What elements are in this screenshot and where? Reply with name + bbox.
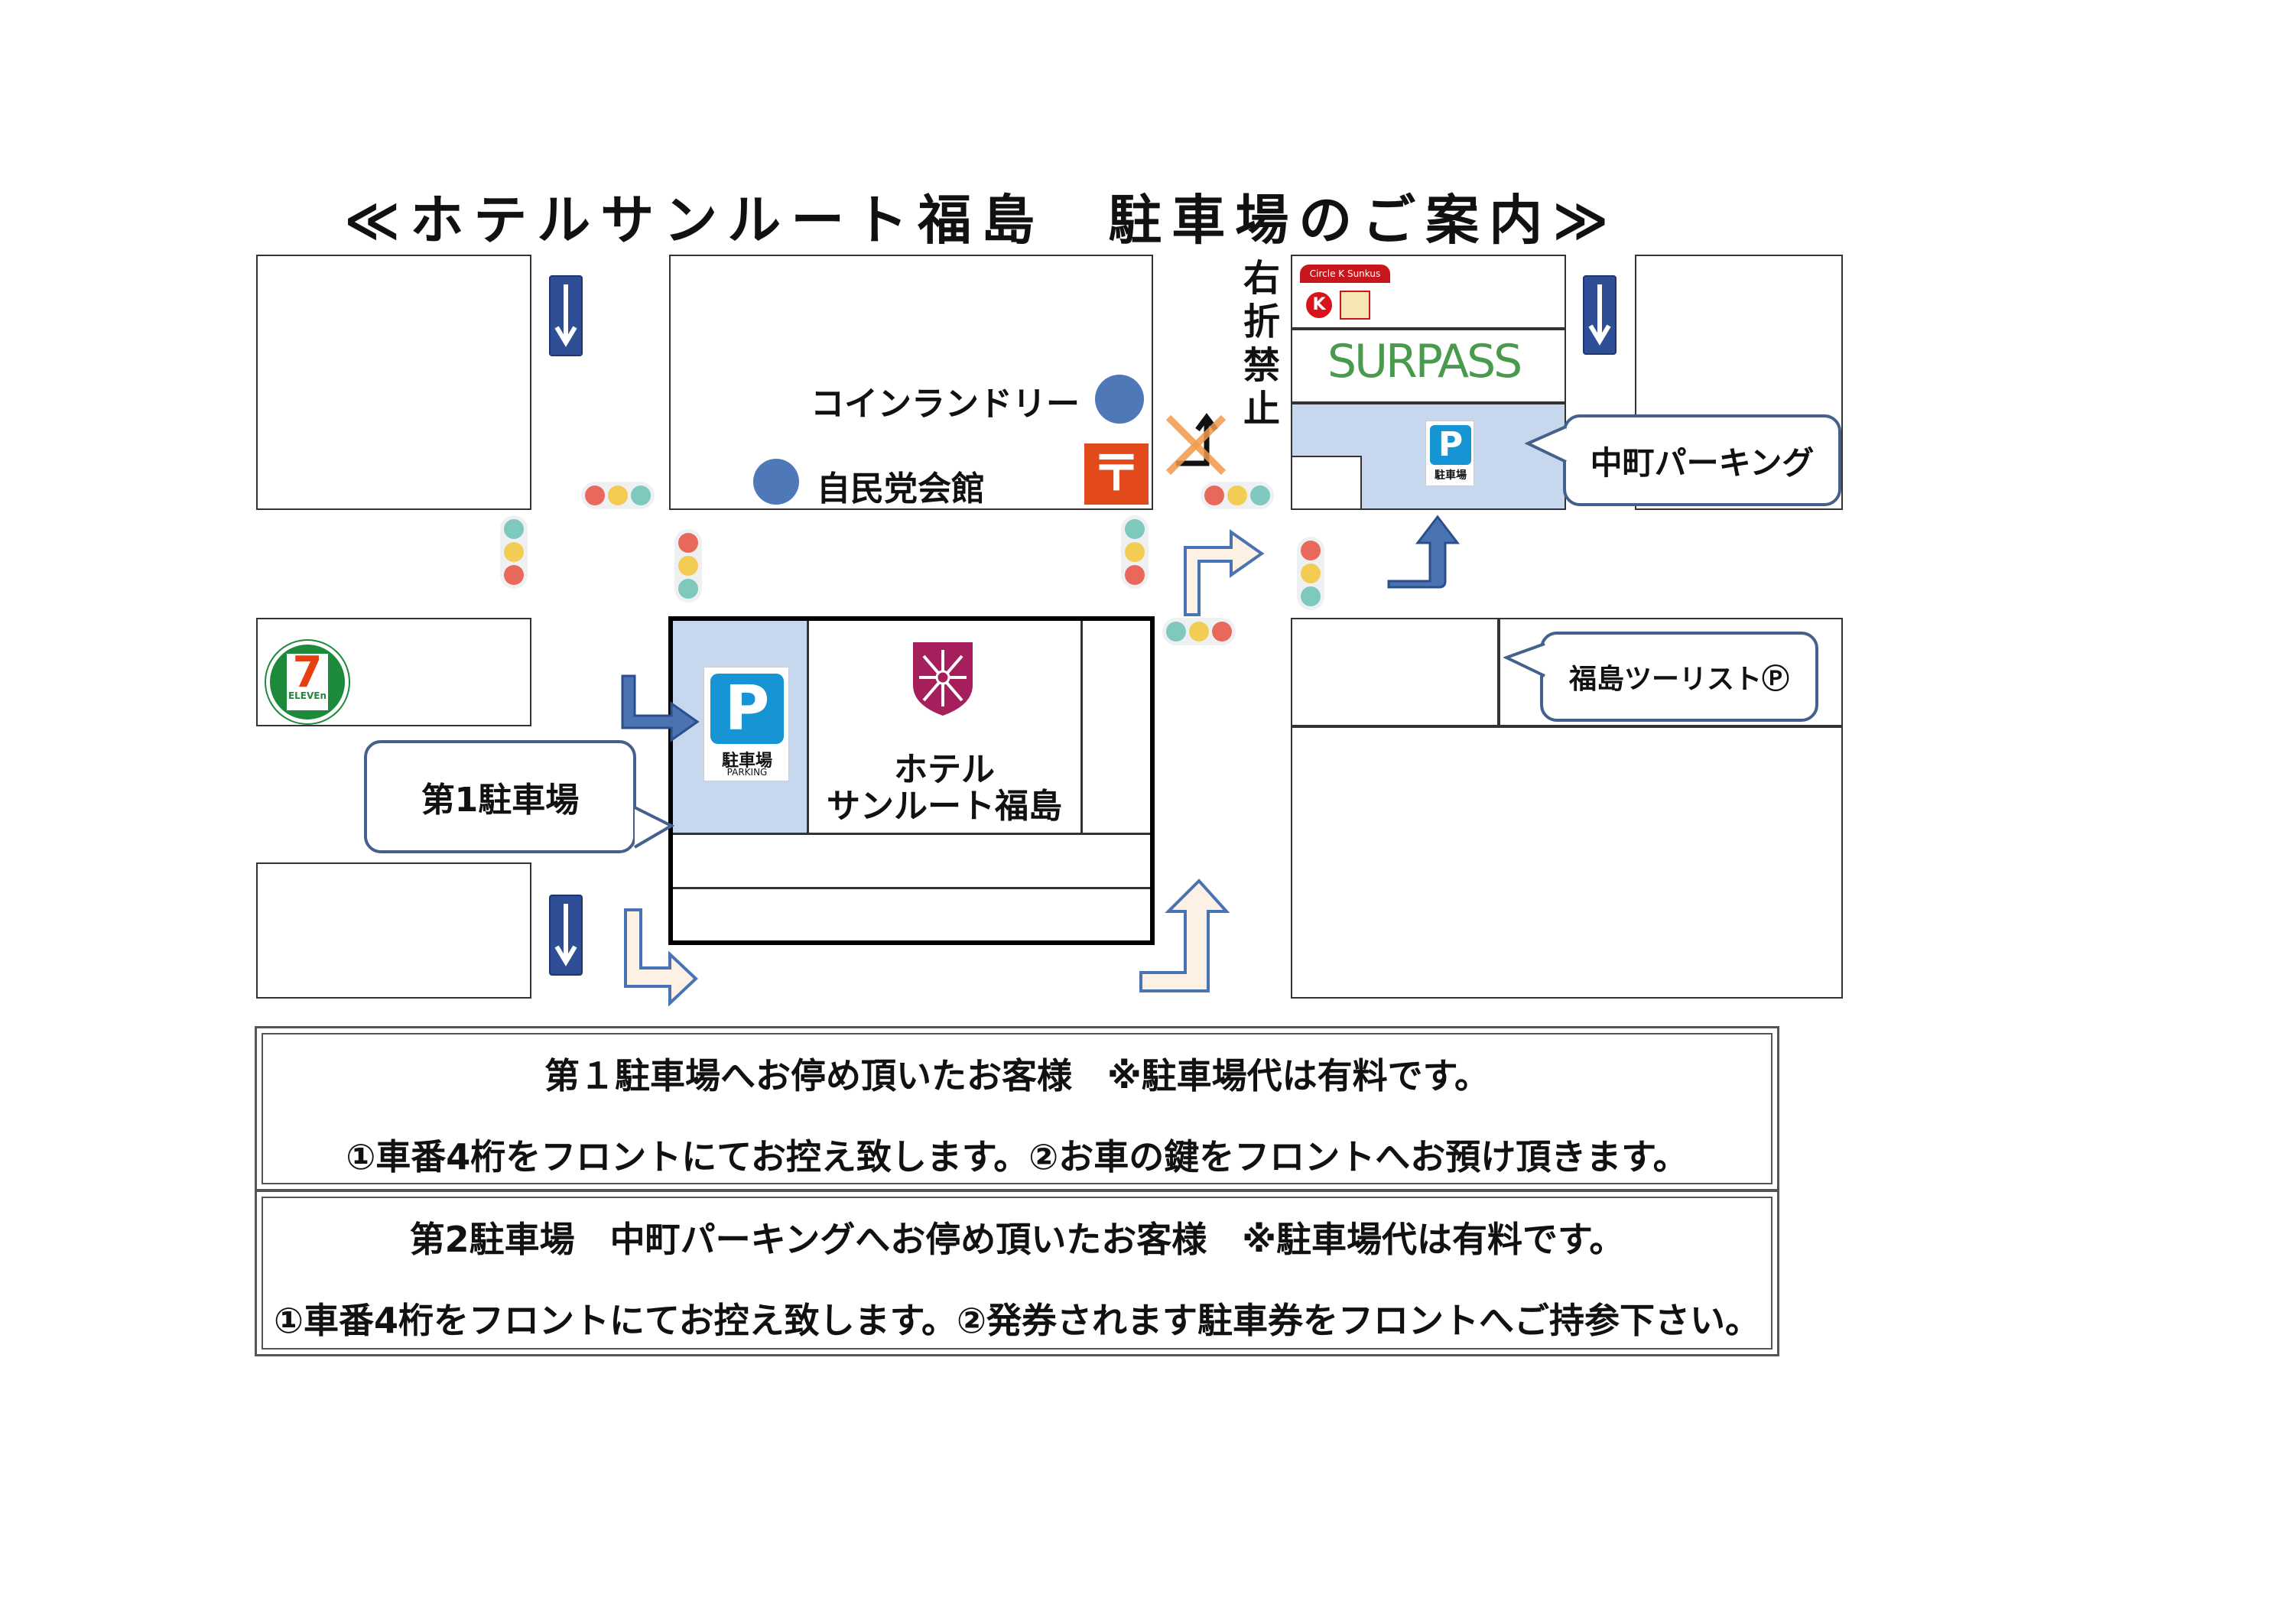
seven-eleven-inner (287, 654, 328, 710)
notice-lot1: 第１駐車場へお停め頂いたお客様 ※駐車場代は有料です。 ①車番4桁をフロントにて… (255, 1026, 1779, 1191)
traffic-light-v (500, 515, 528, 589)
surpass-logo: SURPASS (1327, 335, 1522, 388)
nakamachi-parking-label: 中町パーキング (1590, 443, 1815, 482)
circlek-k-icon: K (1306, 292, 1332, 318)
coin-laundry-label: コインランドリー (811, 385, 1080, 424)
seven-eleven-logo-icon: 7 ELEVEn (266, 641, 349, 723)
circlek-sign: Circle K Sunkus (1300, 265, 1390, 283)
sunkus-icon (1340, 291, 1370, 320)
traffic-light-h (581, 482, 655, 509)
traffic-light-v (1121, 515, 1149, 589)
page-title: ≪ホテルサンルート福島 駐車場のご案内≫ (344, 189, 1619, 252)
parking-sign-label-small: 駐車場 (1435, 469, 1467, 482)
block-right-upper-left (1291, 618, 1499, 726)
block-top-left (256, 255, 531, 510)
notice-lot2-detail: ①車番4桁をフロントにてお控え致します。②発券されます駐車券をフロントへご持参下… (274, 1300, 1760, 1341)
notice-lot1-detail: ①車番4桁をフロントにてお控え致します。②お車の鍵をフロントへお預け頂きます。 (346, 1136, 1688, 1177)
jiminto-hall-marker-icon (753, 459, 799, 505)
traffic-light-v (674, 529, 702, 603)
hotel-logo-icon (913, 642, 973, 716)
route-arrow-up-icon (1139, 879, 1230, 992)
notice-lot1-heading: 第１駐車場へお停め頂いたお客様 ※駐車場代は有料です。 (544, 1055, 1490, 1096)
block-top-center (669, 255, 1153, 510)
notice-lot2-inner: 第2駐車場 中町パーキングへお停め頂いたお客様 ※駐車場代は有料です。 ①車番4… (262, 1197, 1772, 1350)
traffic-light-h (1162, 618, 1236, 645)
turn-right-arrow-icon (621, 674, 700, 742)
lot1-callout: 第1駐車場 (364, 740, 636, 853)
lot1-label: 第1駐車場 (421, 781, 580, 820)
route-arrow-right-up-icon (1184, 529, 1265, 616)
jiminto-hall-label: 自民党会館 (817, 469, 985, 508)
oneway-sign-down-icon (549, 275, 583, 356)
parking-sign-lot1: P 駐車場 PARKING (703, 667, 789, 781)
tourist-callout-pointer (1503, 642, 1545, 677)
no-right-turn-label: 右折禁止 (1243, 257, 1281, 430)
nakamachi-callout-pointer (1525, 425, 1567, 463)
notice-lot2: 第2駐車場 中町パーキングへお停め頂いたお客様 ※駐車場代は有料です。 ①車番4… (255, 1190, 1779, 1356)
parking-p-icon-small: P (1430, 425, 1471, 465)
seven-eleven-text: ELEVEn (288, 690, 327, 701)
nakamachi-corner-building (1291, 456, 1362, 510)
oneway-sign-down-icon (1583, 275, 1617, 355)
nakamachi-parking-callout: 中町パーキング (1563, 414, 1841, 506)
block-top-right-surpass (1291, 329, 1566, 403)
parking-p-icon: P (710, 674, 784, 744)
seven-eleven-number: 7 (292, 648, 323, 697)
fukushima-tourist-label: 福島ツーリスト (1568, 664, 1762, 695)
parking-sign-nakamachi: P 駐車場 (1425, 421, 1474, 486)
hotel-divider-h1 (673, 833, 1150, 835)
block-bottom-left (256, 862, 531, 999)
parking-sign-label: 駐車場 (721, 752, 772, 771)
hotel-name-line1: ホテル (894, 750, 995, 789)
block-right-lower (1291, 726, 1843, 999)
traffic-light-v (1297, 537, 1324, 610)
hotel-divider-v2 (1080, 621, 1083, 833)
hotel-name-line2: サンルート福島 (827, 787, 1062, 826)
notice-lot2-heading: 第2駐車場 中町パーキングへお停め頂いたお客様 ※駐車場代は有料です。 (409, 1219, 1625, 1260)
turn-up-arrow-icon (1387, 515, 1461, 589)
route-arrow-down-right-icon (624, 908, 698, 1006)
oneway-sign-down-icon (549, 895, 583, 976)
circlek-sign-text: Circle K Sunkus (1309, 268, 1381, 279)
notice-lot1-inner: 第１駐車場へお停め頂いたお客様 ※駐車場代は有料です。 ①車番4桁をフロントにて… (262, 1033, 1772, 1184)
fukushima-tourist-mark: Ⓟ (1762, 664, 1790, 695)
parking-sign-en: PARKING (726, 767, 768, 778)
post-office-icon: 〒 (1084, 443, 1149, 505)
lot1-callout-pointer (633, 806, 674, 849)
hotel-divider-h2 (673, 887, 1150, 889)
traffic-light-h (1201, 482, 1274, 509)
no-right-turn-icon (1165, 413, 1227, 476)
hotel-divider-v1 (807, 621, 809, 833)
coin-laundry-marker-icon (1095, 375, 1144, 424)
